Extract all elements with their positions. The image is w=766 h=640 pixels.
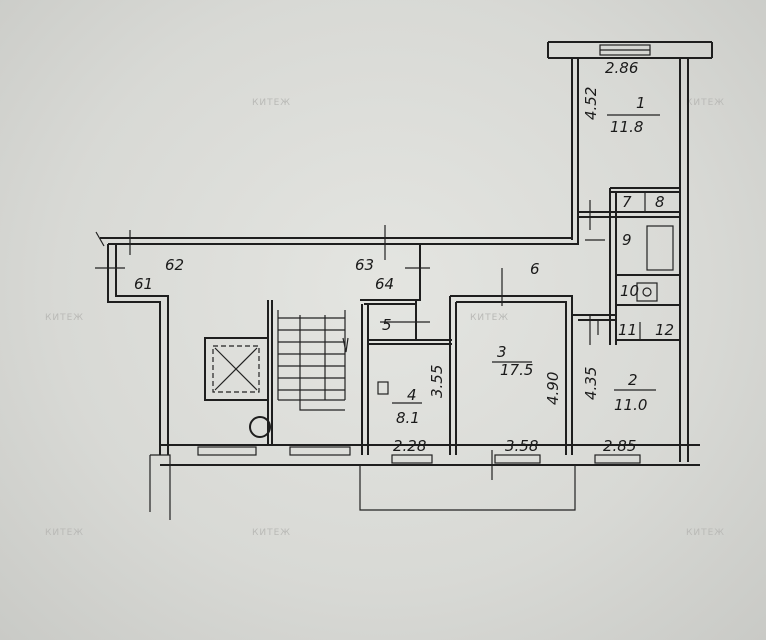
room-2-number: 2 [628, 371, 638, 389]
room-3-area: 17.5 [500, 361, 533, 379]
room-11-number: 11 [618, 321, 637, 339]
staircase [277, 310, 349, 411]
room-2-area: 11.0 [614, 396, 647, 414]
area-64-label: 64 [375, 275, 394, 293]
room-6-number: 6 [530, 260, 540, 278]
room-5-number: 5 [382, 316, 392, 334]
room-4-number: 4 [407, 386, 417, 404]
room-10-number: 10 [620, 282, 639, 300]
room-3-width: 3.58 [505, 437, 538, 455]
room-4-area: 8.1 [396, 409, 420, 427]
stove-icon [377, 381, 389, 395]
watermark: КИТЕЖ [686, 98, 725, 108]
watermark: КИТЕЖ [252, 528, 291, 538]
watermark: КИТЕЖ [470, 313, 509, 323]
room-2-length: 4.35 [582, 367, 600, 400]
room-12-number: 12 [655, 321, 674, 339]
sink-icon [636, 282, 658, 302]
room-9-number: 9 [622, 231, 632, 249]
area-62-label: 62 [165, 256, 184, 274]
watermark: КИТЕЖ [45, 528, 84, 538]
room-1-area: 11.8 [610, 118, 643, 136]
room-1-width: 2.86 [605, 59, 638, 77]
room-3-length: 4.90 [544, 372, 562, 405]
walls [95, 41, 713, 520]
watermark: КИТЕЖ [252, 98, 291, 108]
room-8-number: 8 [655, 193, 665, 211]
room-labels: 2.86 4.52 1 11.8 2 11.0 2.85 4.35 3 17.5… [134, 59, 674, 455]
watermark: КИТЕЖ [45, 313, 84, 323]
room-1-length: 4.52 [582, 87, 600, 120]
room-2-width: 2.85 [603, 437, 636, 455]
room-3-number: 3 [497, 343, 507, 361]
area-63-label: 63 [355, 256, 374, 274]
watermarks: КИТЕЖ КИТЕЖ КИТЕЖ КИТЕЖ КИТЕЖ КИТЕЖ КИТЕ… [45, 98, 725, 538]
bathtub-icon [646, 225, 674, 271]
watermark: КИТЕЖ [686, 528, 725, 538]
area-61-label: 61 [134, 275, 153, 293]
room-7-number: 7 [622, 193, 632, 211]
chute-icon [249, 416, 271, 438]
room-4-length: 3.55 [428, 365, 446, 398]
room-4-width: 2.28 [393, 437, 426, 455]
elevator-icon [204, 337, 269, 401]
room-1-number: 1 [636, 94, 646, 112]
